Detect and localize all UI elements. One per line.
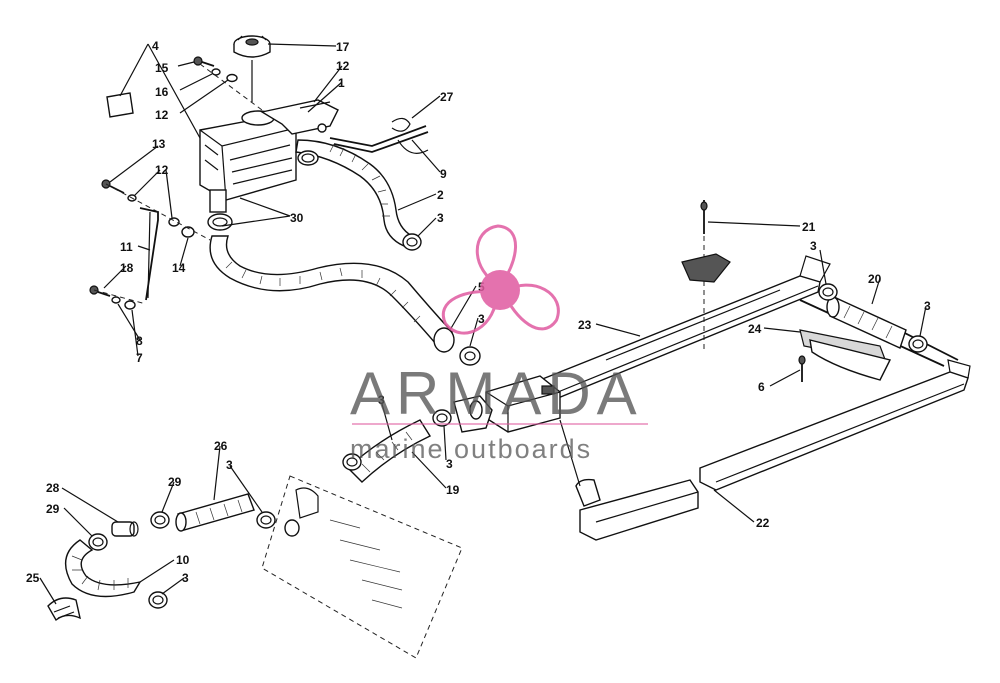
callout-labels: 4 15 16 12 17 12 1 27 9 13 12 2 30 3 11 … (26, 39, 931, 585)
callout-12: 12 (155, 163, 169, 177)
tank-bracket (260, 99, 339, 135)
callout-6: 6 (758, 380, 765, 394)
washer-8 (111, 296, 121, 304)
callout-26: 26 (214, 439, 228, 453)
nut-14 (181, 226, 195, 238)
outlet-stub (453, 395, 493, 433)
callout-3: 3 (446, 457, 453, 471)
hose-clamp-3-b (459, 346, 481, 366)
support-rod-11 (139, 207, 159, 301)
callout-8: 8 (136, 334, 143, 348)
callout-24: 24 (748, 322, 762, 336)
washer-12-mid (168, 217, 180, 227)
callout-15: 15 (155, 61, 169, 75)
callout-21: 21 (802, 220, 816, 234)
rivet-6 (798, 355, 806, 382)
watermark-brand: ARMADA (350, 360, 643, 427)
watermark-tagline: marine outboards (350, 434, 592, 464)
insulator-pad (681, 253, 731, 283)
bolt-13 (101, 179, 125, 194)
elbow-hose-19 (346, 419, 432, 483)
callout-12: 12 (155, 108, 169, 122)
callout-20: 20 (868, 272, 882, 286)
shield-24 (799, 329, 892, 381)
lower-hose-10 (64, 539, 142, 598)
callout-29: 29 (168, 475, 182, 489)
callout-27: 27 (440, 90, 454, 104)
coolant-tank (199, 110, 297, 213)
hose-clamp-3-a (402, 233, 422, 251)
nut-7 (124, 300, 136, 310)
callout-28: 28 (46, 481, 60, 495)
propeller-logo-icon (441, 224, 560, 335)
callout-3: 3 (478, 312, 485, 326)
hose-clamp-3-e (432, 409, 452, 427)
callout-23: 23 (578, 318, 592, 332)
clamp-29-upper (150, 511, 170, 529)
callout-3: 3 (378, 393, 385, 407)
callout-12: 12 (336, 59, 350, 73)
callout-18: 18 (120, 261, 134, 275)
fitting-stub (284, 519, 300, 537)
callout-30: 30 (290, 211, 304, 225)
callout-4: 4 (152, 39, 159, 53)
hose-clamp-3-c (818, 283, 838, 301)
callout-14: 14 (172, 261, 186, 275)
hose-clamp-3-h (148, 591, 168, 609)
connector-28 (111, 521, 139, 537)
rivet-21 (700, 200, 708, 234)
clamp-29-lower (88, 533, 108, 551)
clamp-30-upper (297, 150, 319, 166)
bolt-18 (89, 285, 111, 297)
clip-25 (47, 597, 81, 622)
callout-3: 3 (437, 211, 444, 225)
heat-exchanger-lower-22 (699, 359, 971, 491)
leader-lines (39, 43, 927, 605)
decal-label-part (106, 92, 134, 118)
callout-3: 3 (226, 458, 233, 472)
callout-3: 3 (810, 239, 817, 253)
callout-10: 10 (176, 553, 190, 567)
front-outlet-block (575, 478, 699, 541)
callout-1: 1 (338, 76, 345, 90)
callout-3: 3 (182, 571, 189, 585)
hose-clamp-3-f (342, 453, 362, 471)
hose-26 (175, 493, 255, 532)
connector-hose-20 (826, 296, 907, 349)
callout-29: 29 (46, 502, 60, 516)
dashed-panel-outline (261, 475, 463, 659)
callout-16: 16 (155, 85, 169, 99)
washer-12-top (226, 73, 238, 83)
washer-16 (211, 68, 221, 76)
callout-7: 7 (136, 351, 143, 365)
callout-17: 17 (336, 40, 350, 54)
callout-3: 3 (924, 299, 931, 313)
callout-13: 13 (152, 137, 166, 151)
callout-11: 11 (120, 240, 133, 254)
bolt-15 (193, 56, 215, 67)
tank-hose-5 (209, 235, 455, 353)
callout-25: 25 (26, 571, 40, 585)
hose-clamp-3-g (256, 511, 276, 529)
overflow-bracket-27 (329, 117, 429, 153)
coupler-block (485, 375, 561, 433)
callout-19: 19 (446, 483, 460, 497)
hose-clamp-3-d (908, 335, 928, 353)
callout-2: 2 (437, 188, 444, 202)
callout-9: 9 (440, 167, 447, 181)
callout-22: 22 (756, 516, 770, 530)
radiator-cap (233, 35, 271, 58)
clamp-30-lower (207, 213, 233, 231)
overflow-tube-9 (397, 139, 429, 154)
